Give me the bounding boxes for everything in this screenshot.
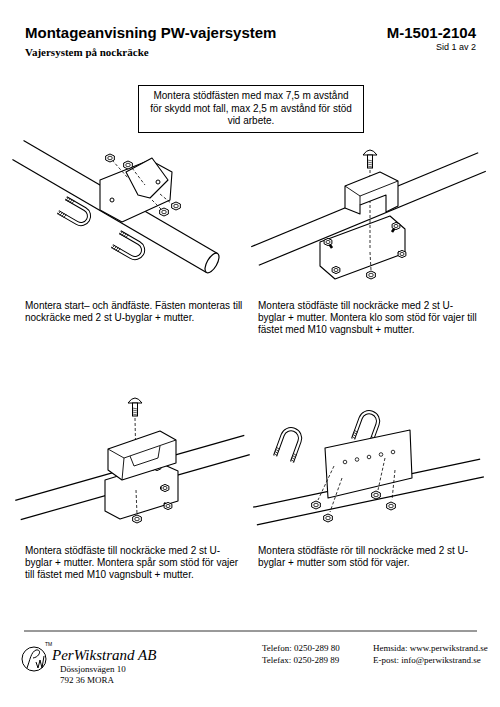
- carriage-bolt: [363, 150, 377, 168]
- nut: [161, 484, 169, 491]
- assembly-line: [132, 168, 145, 185]
- nut: [324, 238, 332, 245]
- nut: [392, 222, 400, 229]
- step-caption: Montera stödfäste rör till nockräcke med…: [258, 545, 480, 569]
- subtitle: Vajersystem på nockräcke: [25, 46, 149, 59]
- title: Montageanvisning PW-vajersystem: [25, 24, 276, 42]
- claw: [345, 172, 398, 214]
- step-caption: Montera start– och ändfäste. Fästen mont…: [25, 300, 243, 324]
- panel-start-bracket: [12, 140, 221, 275]
- assembly-line: [318, 466, 334, 500]
- carriage-bolt: [128, 398, 142, 416]
- panel-trough-bracket: [15, 398, 249, 523]
- assembly-line: [136, 490, 137, 514]
- nut: [160, 208, 169, 216]
- assembly-line: [392, 470, 395, 500]
- nut: [124, 161, 133, 169]
- u-bolt: [111, 230, 147, 262]
- railing-tube: [12, 140, 221, 275]
- nut: [106, 154, 115, 162]
- nut: [372, 491, 381, 499]
- hole: [367, 455, 371, 459]
- nut: [172, 202, 181, 210]
- hole: [343, 460, 347, 464]
- nut: [387, 502, 396, 510]
- claw-edge: [345, 181, 398, 205]
- contact: Telefon: 0250-289 80: [262, 643, 340, 654]
- nut: [133, 515, 142, 523]
- hole: [355, 458, 359, 462]
- step-caption: Montera stödfäste till nockräcke med 2 s…: [258, 300, 480, 336]
- u-bolt: [273, 426, 304, 463]
- assembly-line: [160, 194, 172, 204]
- logo-ring: [22, 647, 46, 671]
- nut: [324, 514, 333, 522]
- nut: [367, 271, 376, 279]
- contact: Telefax: 0250-289 89: [262, 655, 339, 666]
- panel-claw-bracket: [251, 150, 486, 279]
- address: 792 36 MORA: [60, 675, 114, 686]
- assembly-line: [152, 200, 162, 210]
- note-box: Montera stödfästen med max 7,5 m avstånd…: [138, 85, 364, 133]
- assembly-line: [378, 458, 385, 490]
- contact: E-post: info@perwikstrand.se: [373, 655, 481, 666]
- trough: [108, 431, 176, 480]
- logo-monogram: [27, 650, 44, 668]
- nut: [164, 502, 172, 509]
- nut: [332, 266, 340, 273]
- u-bolt: [57, 196, 93, 228]
- company-name: PerWikstrand AB: [52, 646, 156, 664]
- hole: [110, 198, 114, 202]
- assembly-line: [370, 252, 371, 270]
- note-text: Montera stödfästen med max 7,5 m avstånd…: [147, 90, 355, 128]
- contact: Hemsida: www.perwikstrand.se: [373, 643, 488, 654]
- address: Dössjonsvägen 10: [60, 664, 126, 675]
- page-number: Sid 1 av 2: [436, 42, 476, 53]
- step-caption: Montera stödfäste till nockräcke med 2 s…: [25, 545, 247, 581]
- hole: [379, 453, 383, 457]
- nut: [398, 250, 406, 257]
- bracket-plate: [325, 430, 412, 498]
- panel-tube-bracket: [253, 409, 484, 525]
- assembly-line: [330, 478, 342, 512]
- document-number: M-1501-2104: [387, 24, 476, 42]
- hole: [391, 450, 395, 454]
- bracket-plate: [320, 216, 405, 279]
- hole: [156, 180, 160, 184]
- footer-rule: [24, 631, 477, 632]
- nut: [312, 501, 321, 509]
- trademark: TM: [45, 641, 52, 647]
- trough-edge: [108, 440, 176, 480]
